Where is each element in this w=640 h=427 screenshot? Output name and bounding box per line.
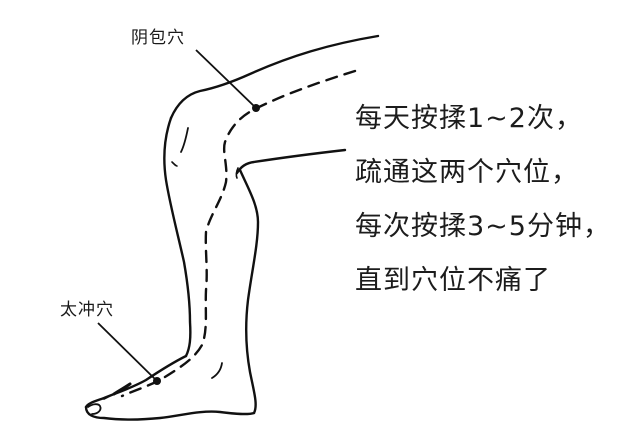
foot-sole-outline [84,405,256,421]
yinbao-acupoint-label: 阴包穴 [131,28,185,48]
massage-instructions: 每天按揉1~2次， 疏通这两个穴位， 每次按揉3~5分钟， 直到穴位不痛了 [355,92,611,308]
yinbao-point-icon [252,104,260,112]
instruction-line: 疏通这两个穴位， [355,157,579,188]
knee-crease [180,127,189,153]
taichong-leader [97,322,158,382]
thigh-top-outline [169,34,380,120]
shin-front-outline [163,116,192,358]
calf-outline [238,168,260,415]
instruction-line: 每天按揉1~2次， [355,103,583,134]
taichong-acupoint-label: 太冲穴 [60,300,114,320]
instruction-line: 每次按揉3~5分钟， [355,211,611,242]
toenail [87,403,102,415]
foot-top-outline [84,354,188,409]
instruction-line: 直到穴位不痛了 [355,265,551,296]
yinbao-leader [195,49,257,109]
thigh-bottom-outline [235,148,347,175]
taichong-point-icon [153,377,161,385]
meridian-line [120,69,357,398]
ankle-bone [211,362,223,379]
